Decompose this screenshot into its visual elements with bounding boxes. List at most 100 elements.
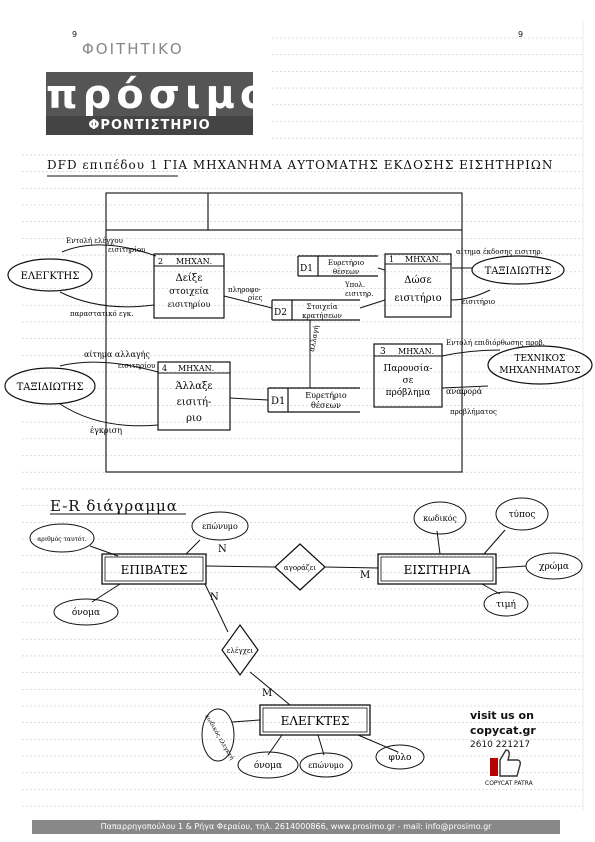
attr-gender [375,744,425,770]
process-2-id: 2 [158,257,163,266]
flow-availability-1: Υπολ. [344,281,365,289]
promo-brand: COPYCAT PATRA [485,780,533,787]
flow-ticket: εισιτήριο [462,298,495,306]
flow-availability-2: εισιτηρ. [345,290,373,298]
store-d1-bottom-id: D1 [271,396,285,407]
flow-problem-report-1: αναφορά [446,387,483,396]
flow-change-request-2: εισιτηρίου [118,361,155,370]
store-d2-label-1: Στοιχεία [306,302,337,311]
process-1-label-2: εισιτήριο [394,293,441,304]
flow-change-request-1: αίτημα αλλαγής [84,350,150,359]
logo-top-text: ΦΟΙΤΗΤΙΚΟ [82,40,184,58]
process-3-label-2: σε [403,376,414,386]
store-d1-top-label-2: θέσεων [333,268,359,276]
logo-main-text: πρόσιμο [46,72,273,118]
card-buy-tick: M [360,570,370,581]
attr-insp-code [201,708,235,762]
store-d1-top [297,255,378,277]
entity-traveler-left-label: ΤΑΞΙΔΙΩΤΗΣ [17,382,84,393]
attr-code-label: κωδικός [423,514,457,523]
promo-phone: 2610 221217 [470,740,531,750]
ruled-lines [22,37,583,807]
er-links [89,529,527,756]
store-d1-top-label-1: Ευρετήριο [328,259,364,267]
attr-id-number-label: αριθμός ταυτότ. [37,536,87,543]
process-2-label-3: εισιτηρίου [168,300,211,309]
entity-traveler-right-label: ΤΑΞΙΔΙΩΤΗΣ [485,266,552,277]
attr-type [495,497,549,531]
card-pass-buy: N [218,544,227,555]
process-4-owner: ΜΗΧΑΝ. [178,364,214,373]
er-relation-check-label: ελέγχει [227,647,254,655]
entity-controller-label: ΕΛΕΓΚΤΗΣ [21,271,80,282]
footer-bar: Παπαρρηγοπούλου 1 & Ρήγα Φεραίου, τηλ. 2… [32,820,560,834]
promo-site[interactable]: copycat.gr [470,724,536,737]
logo-bar-text: ΦΡΟΝΤΙΣΤΗΡΙΟ [46,116,253,135]
attr-price [483,591,529,617]
attr-insp-name-label: όνομα [254,760,282,771]
attr-insp-name [237,751,299,779]
er-entity-passengers-label: ΕΠΙΒΑΤΕΣ [121,563,188,577]
dfd-title: DFD επιπέδου 1 ΓΙΑ ΜΗΧΑΝΗΜΑ ΑΥΤΟΜΑΤΗΣ ΕΚ… [47,158,554,172]
process-2 [153,253,225,319]
process-2-label-1: Δείξε [175,273,202,284]
er-relation-buy-label: αγοράζει [284,564,316,572]
card-check-insp: M [262,688,272,699]
process-2-label-2: στοιχεία [169,286,209,297]
flow-validity: παραστατικό εγκ. [70,310,133,318]
process-4-label-1: Άλλαξε [174,381,212,392]
process-4 [157,361,231,431]
attr-pass-surname-label: επώνυμο [202,522,238,531]
dfd-flows [59,244,501,427]
attr-pass-name-label: όνομα [72,607,100,618]
attr-color [525,552,583,580]
er-entity-passengers [101,553,207,585]
promo-visit: visit us on [470,709,534,722]
entity-traveler-right [471,255,565,285]
store-d2 [271,299,360,321]
attr-color-label: χρώμα [539,561,569,572]
flow-approval: έγκριση [90,426,122,435]
attr-insp-surname-label: επώνυμο [308,761,344,770]
er-entity-tickets [377,553,497,585]
process-4-label-2: εισιτή- [177,397,212,408]
entity-traveler-left [4,367,96,405]
flow-resolve-cmd: Εντολή επιδιόρθωσης προβ. [446,339,545,347]
store-d1-bottom-label-2: θέσεων [311,401,341,410]
store-d1-bottom-label-1: Ευρετήριο [305,391,347,400]
attr-pass-name [53,598,119,626]
system-boundary [105,192,463,473]
process-1 [384,253,452,318]
process-1-label-1: Δώσε [404,275,431,286]
entity-technician-label-2: ΜΗΧΑΝΗΜΑΤΟΣ [499,366,580,376]
attr-price-label: τιμή [496,599,516,610]
attr-insp-code-label: κωδικός ελεγκτή [203,713,235,761]
store-d1-top-id: D1 [300,264,313,274]
card-pass-check: N [210,592,219,603]
attr-type-label: τύπος [509,509,536,520]
process-2-owner: ΜΗΧΑΝ. [176,257,212,266]
process-3-label-1: Παρουσία- [384,363,433,374]
er-title: E-R διάγραμμα [50,497,178,515]
process-1-owner: ΜΗΧΑΝ. [405,255,441,264]
flow-info-2: ρίες [248,293,262,302]
attr-code [413,501,467,535]
process-4-id: 4 [162,364,167,373]
process-3 [373,343,443,408]
flow-problem-report-2: προβλήματος [450,408,497,416]
flow-info-1: πληροφο- [228,286,262,294]
store-d1-bottom [267,387,360,413]
store-d2-id: D2 [274,308,287,318]
entity-controller [7,258,93,292]
attr-insp-surname [299,752,353,778]
er-entity-inspectors-label: ΕΛΕΓΚΤΕΣ [281,714,350,728]
flow-issue-request: αίτημα έκδοσης εισιτηρ. [456,247,543,256]
attr-id-number [29,523,95,553]
store-d2-label-2: κρατήσεων [302,312,342,320]
attr-gender-label: φύλο [389,752,412,763]
flow-control-cmd-1: Εντολή ελέγχου [66,237,123,245]
process-1-id: 1 [389,255,394,264]
process-3-owner: ΜΗΧΑΝ. [398,347,434,356]
